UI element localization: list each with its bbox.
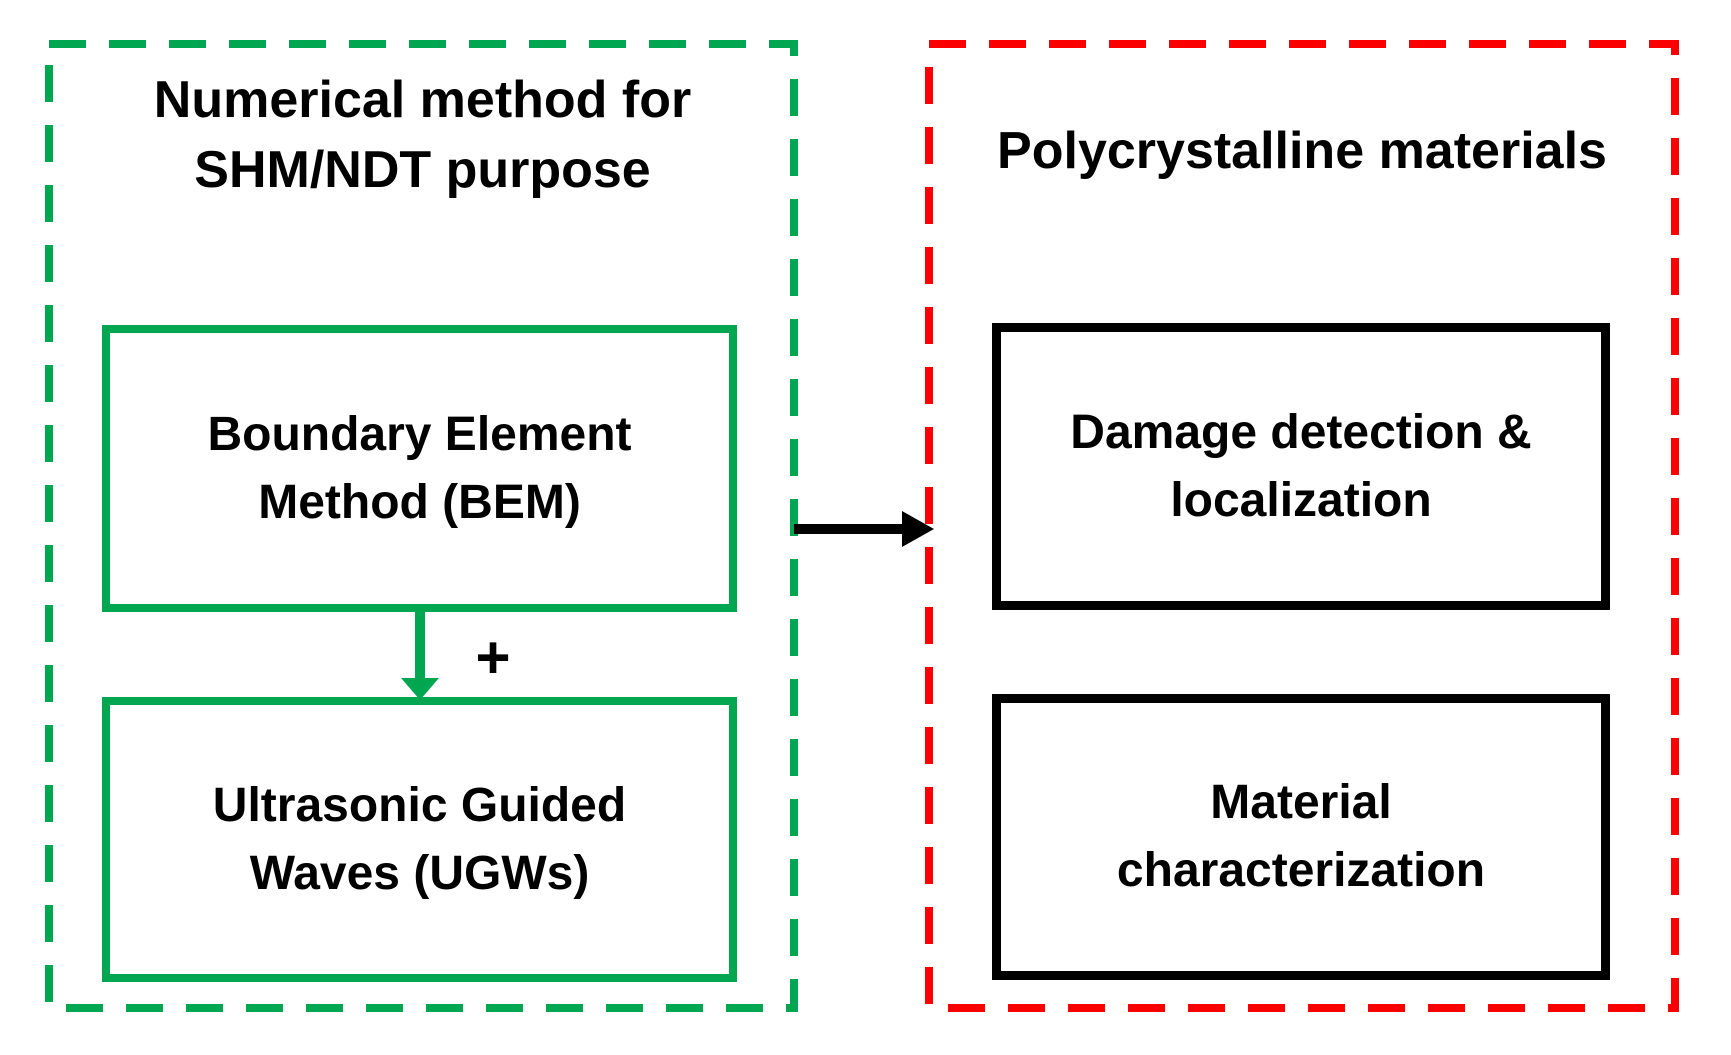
material-characterization-box-border: [992, 694, 1610, 980]
ugw-label-line2: Waves (UGWs): [249, 846, 590, 900]
damage-detection-box-border: [992, 323, 1610, 610]
material-label-line1: Material: [1210, 776, 1392, 829]
flow-arrow-head: [902, 511, 934, 547]
material-characterization-box-label: Material characterization: [992, 694, 1610, 980]
numerical-method-title-line2: SHM/NDT purpose: [194, 141, 651, 199]
bem-label-line1: Boundary Element: [207, 407, 632, 461]
polycrystalline-title-text: Polycrystalline materials: [997, 122, 1607, 180]
ugw-box-border: [102, 697, 737, 982]
plus-sign: +: [475, 624, 511, 691]
damage-detection-box-label: Damage detection & localization: [992, 323, 1610, 610]
flow-arrow: [794, 511, 934, 547]
bem-label-line2: Method (BEM): [258, 475, 581, 529]
polycrystalline-group-border: [925, 40, 1679, 1012]
polycrystalline-group-title: Polycrystalline materials: [925, 96, 1679, 206]
combine-arrow: [401, 612, 439, 700]
ugw-label-line1: Ultrasonic Guided: [212, 778, 627, 832]
material-label-line2: characterization: [1116, 844, 1486, 897]
damage-label-line1: Damage detection &: [1070, 405, 1532, 459]
combine-arrow-head: [401, 678, 439, 700]
numerical-method-title-line1: Numerical method for: [153, 71, 692, 129]
damage-label-line2: localization: [1170, 473, 1432, 527]
ugw-box-label: Ultrasonic Guided Waves (UGWs): [102, 697, 737, 982]
numerical-method-group-title: Numerical method for SHM/NDT purpose: [45, 60, 800, 210]
bem-box-border: [102, 325, 737, 612]
combine-plus-label: +: [458, 626, 528, 690]
bem-box-label: Boundary Element Method (BEM): [102, 325, 737, 612]
